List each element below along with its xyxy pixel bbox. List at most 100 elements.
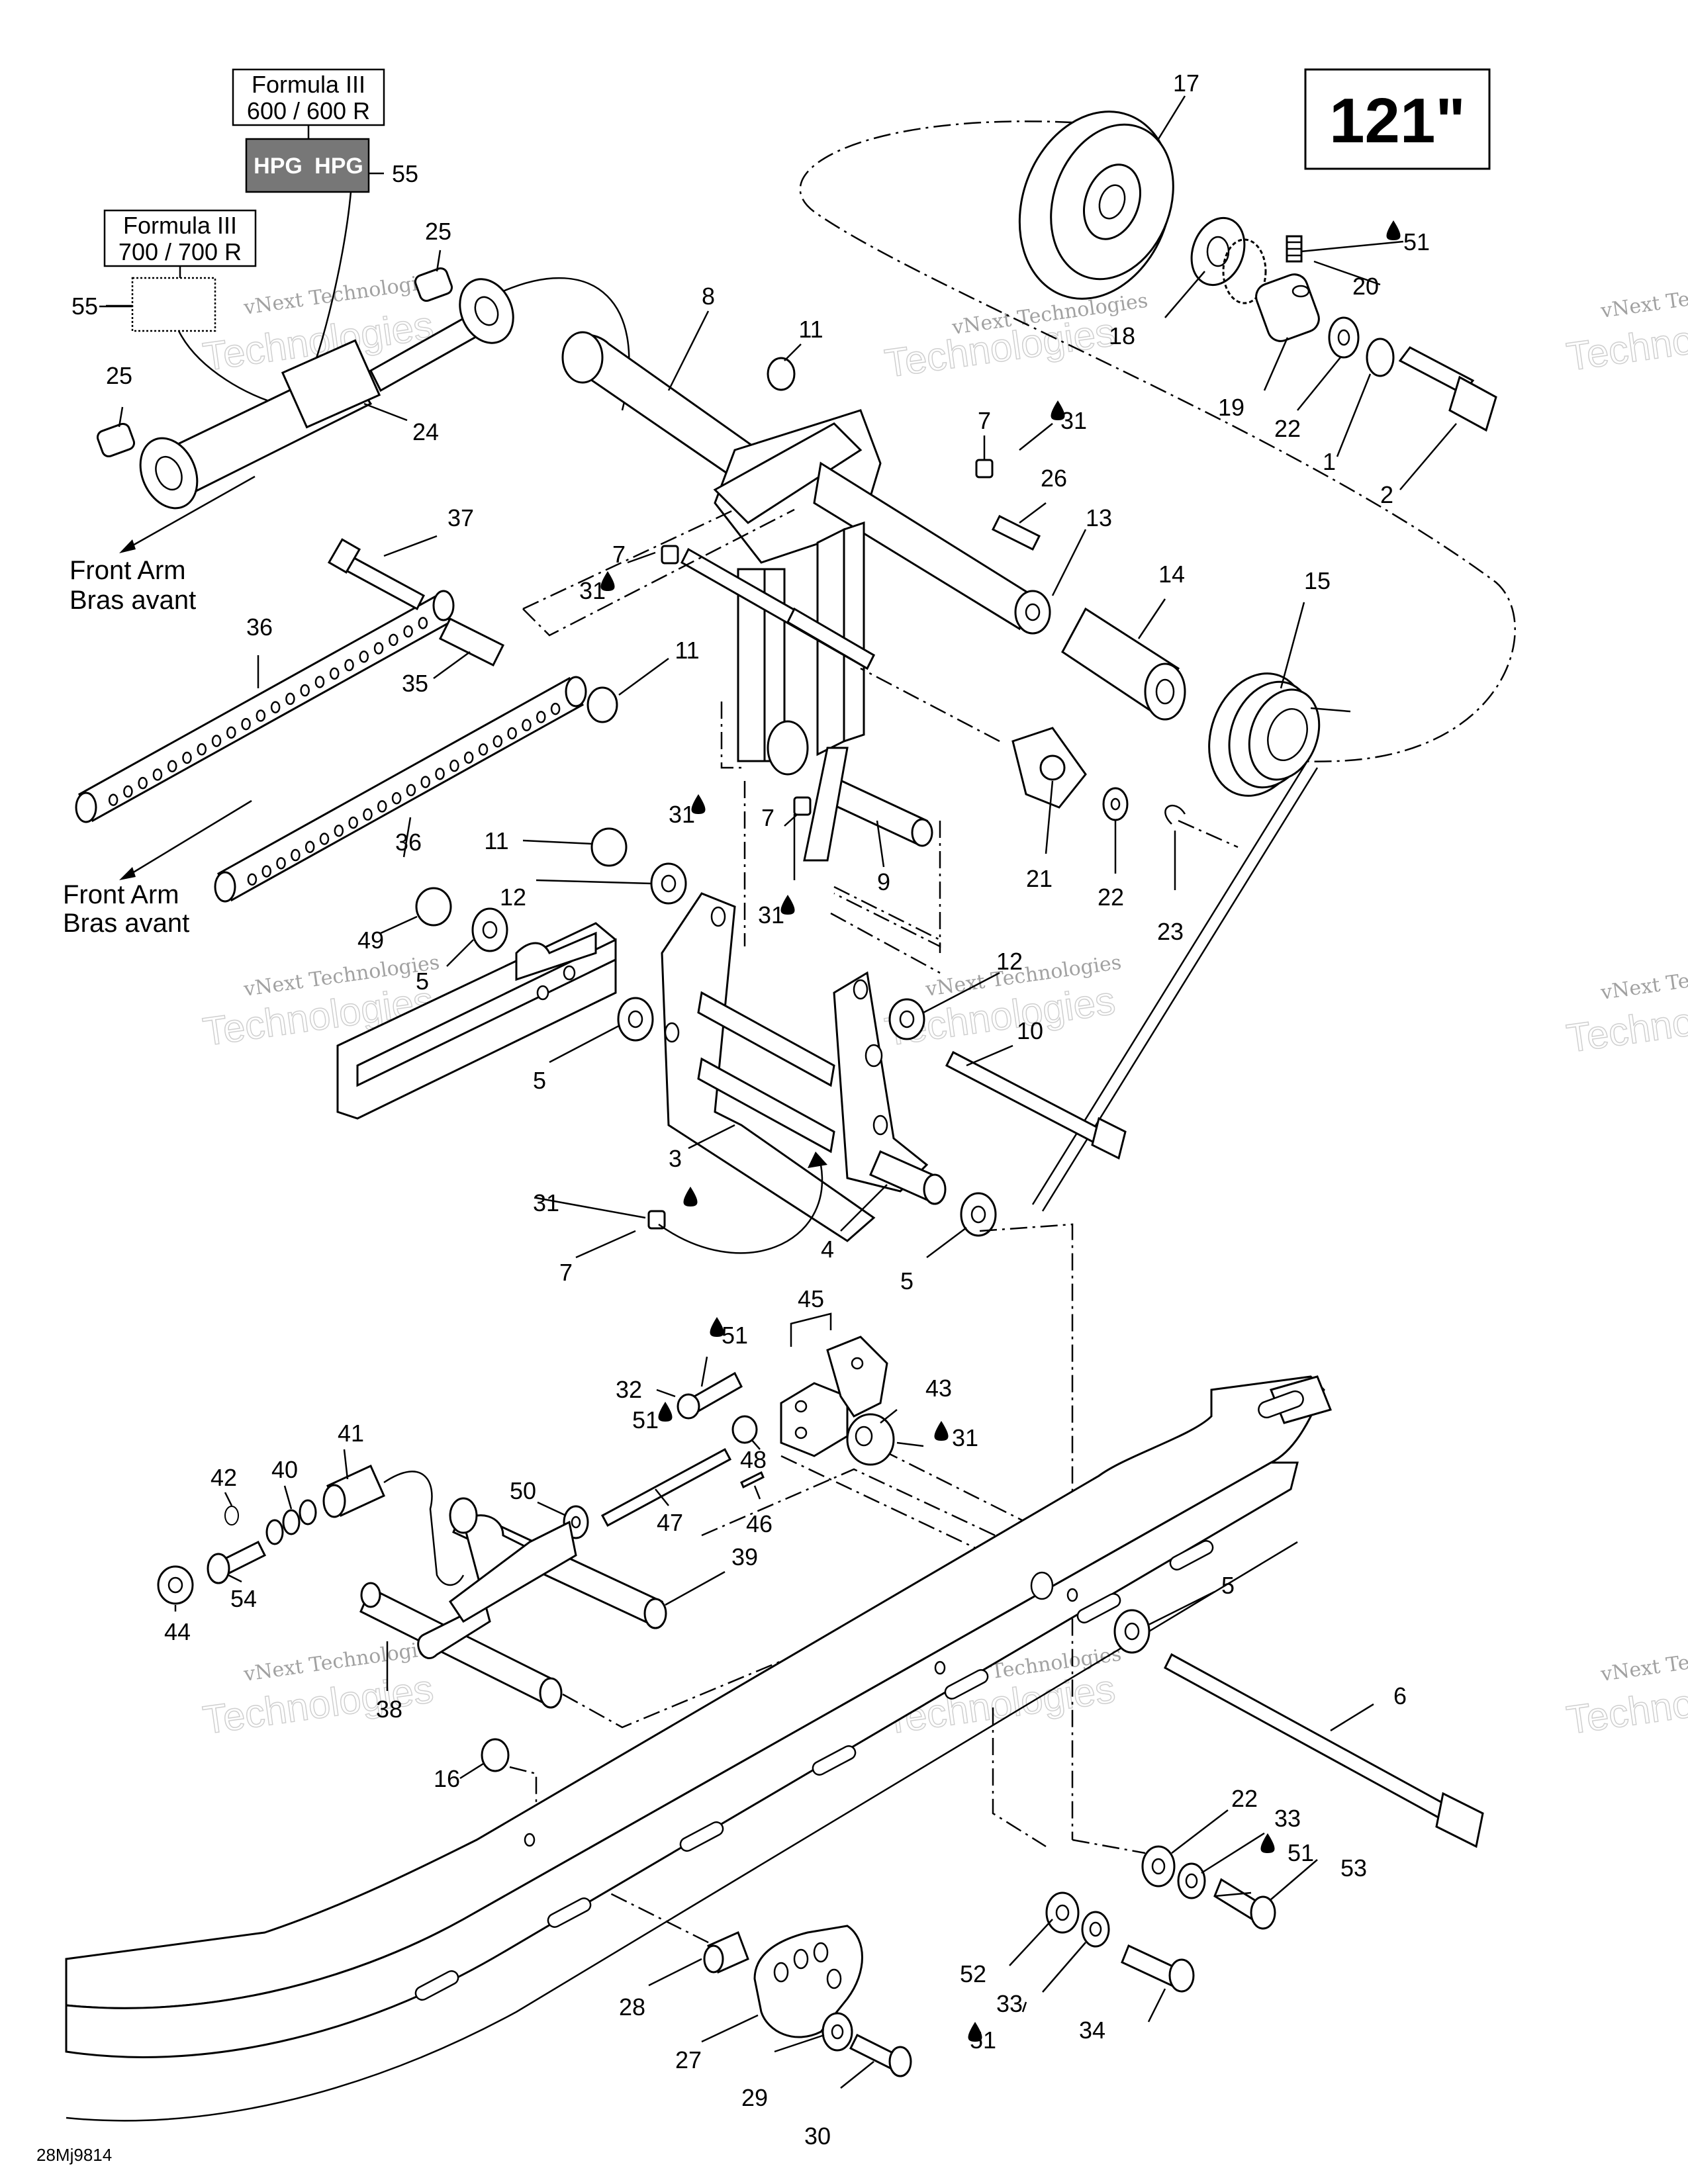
part-callout: 21 [1026, 865, 1053, 892]
strap-hole [211, 735, 222, 747]
part-callout: 48 [740, 1446, 767, 1473]
decal-model-line2: 600 / 600 R [247, 97, 370, 124]
part-callout: 7 [612, 541, 626, 568]
rail-slot [812, 1745, 857, 1776]
part-callout: 10 [1017, 1017, 1043, 1044]
strap-hole [167, 760, 177, 772]
strap-hole [261, 865, 271, 878]
rear-arm-bracket [661, 892, 929, 1242]
part-callout: 51 [632, 1406, 659, 1433]
drop-icon [658, 1402, 673, 1422]
front-arm-note: Front Arm Bras avant [70, 556, 196, 615]
part-callout: 39 [731, 1543, 758, 1570]
part-callout: 30 [804, 2122, 831, 2150]
spacer [438, 617, 505, 667]
part-callout: 5 [900, 1267, 914, 1295]
watermark-text: vNext Technologies [1599, 1636, 1688, 1686]
rail-slot [1169, 1540, 1214, 1570]
part-callout: 12 [996, 948, 1023, 975]
part-callout: 23 [1157, 918, 1184, 945]
strap-hole [182, 751, 192, 764]
front-arm-label-fr: Bras avant [63, 909, 189, 938]
strap-hole [403, 625, 413, 638]
part-callout: 15 [1304, 567, 1331, 594]
strap-hole [300, 684, 310, 697]
drop-icon [710, 1317, 724, 1337]
strap-hole [363, 808, 373, 821]
washer [265, 1519, 284, 1545]
grease-fitting [647, 1210, 666, 1230]
part-callout: 1 [1323, 448, 1336, 475]
part-callout: 45 [798, 1285, 824, 1312]
strap-hole [344, 659, 354, 672]
part-callout: 12 [500, 884, 526, 911]
watermark-text: vNext Technologies [1599, 954, 1688, 1005]
strap-hole [319, 833, 330, 845]
strap-hole [492, 735, 503, 748]
drop-icon [934, 1421, 949, 1441]
part-callout: 38 [376, 1696, 402, 1723]
threaded-rod [600, 1447, 732, 1527]
track-loop [799, 120, 1516, 762]
part-callout: 7 [978, 407, 991, 434]
rail-slot [1076, 1593, 1121, 1623]
strap-hole [550, 702, 561, 715]
part-callout: 11 [798, 316, 823, 343]
part-callout: 6 [1393, 1682, 1407, 1709]
nut [590, 827, 628, 867]
decal-model-line2: 700 / 700 R [118, 238, 242, 265]
strap-hole [522, 719, 532, 731]
part-callout: 51 [1403, 228, 1430, 255]
strap-hole [391, 792, 402, 805]
part-callout: 24 [412, 418, 439, 445]
circlip [1222, 238, 1267, 304]
strap-hole [449, 759, 459, 772]
drop-icon [1386, 220, 1401, 240]
strap-hole [377, 800, 387, 813]
part-callout: 35 [402, 670, 428, 697]
part-callout: 49 [357, 927, 384, 954]
decal-model-line1: Formula III [252, 71, 365, 98]
part-callout: 17 [1173, 69, 1199, 97]
strap-hole [478, 743, 489, 756]
nut [586, 686, 618, 723]
size-badge-label: 121" [1329, 85, 1466, 156]
part-callout: 16 [434, 1765, 460, 1792]
rail-slot [547, 1897, 592, 1928]
part-callout: 25 [425, 218, 451, 245]
slide-rail-mount [336, 922, 617, 1120]
bolt [1398, 346, 1497, 432]
decal-model-line1: Formula III [123, 212, 237, 239]
part-callout: 18 [1109, 322, 1135, 349]
part-callout: 11 [484, 827, 508, 854]
part-callout: 11 [675, 637, 699, 664]
part-callout: 27 [675, 2046, 702, 2073]
strap-hole [334, 824, 344, 837]
drop-icon [691, 794, 706, 814]
part-callout: 19 [1218, 394, 1244, 421]
part-callout: 53 [1340, 1854, 1367, 1882]
part-callout: 46 [746, 1510, 773, 1537]
part-callout: 33 [1274, 1805, 1301, 1832]
drop-icon [600, 571, 615, 591]
front-arm-label: Front Arm [70, 556, 186, 585]
strap-hole [314, 676, 325, 688]
washer [282, 1509, 301, 1535]
part-callout: 22 [1098, 884, 1124, 911]
part-callout: 20 [1352, 273, 1379, 300]
o-ring [224, 1506, 239, 1525]
strap-hole [389, 633, 399, 647]
part-callout: 55 [392, 160, 418, 187]
part-callout: 44 [164, 1618, 191, 1645]
part-callout: 51 [722, 1322, 748, 1349]
nut [415, 887, 452, 927]
part-callout: 31 [533, 1189, 559, 1216]
spacer [1255, 273, 1320, 342]
decal-700: Formula III 700 / 700 R [103, 209, 257, 332]
part-callout: 51 [1288, 1839, 1314, 1866]
strap-hole [418, 617, 428, 629]
upper-arm [561, 331, 1051, 635]
part-callout: 25 [106, 362, 132, 389]
bushing [414, 267, 453, 302]
